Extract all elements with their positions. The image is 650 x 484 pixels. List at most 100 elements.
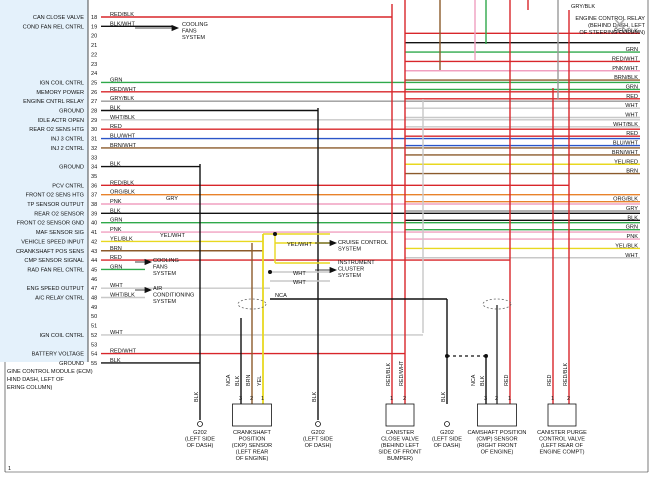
component-label: (RIGHT FRONT [477, 443, 518, 449]
ecm-pin-number: 42 [91, 239, 97, 245]
ecm-pin-function: GROUND [59, 109, 84, 115]
ecm-pin-number: 44 [91, 258, 97, 264]
relay-label-line: OF STEERING COLUMN) [579, 30, 645, 36]
ecm-pin-number: 32 [91, 146, 97, 152]
right-wire-label: GRN [626, 47, 638, 53]
ecm-pin-number: 28 [91, 109, 97, 115]
ecm-pin-number: 31 [91, 137, 97, 143]
ecm-pin-number: 22 [91, 52, 97, 58]
ecm-pin-number: 53 [91, 342, 97, 348]
ecm-pin-number: 33 [91, 155, 97, 161]
ecm-pin-number: 34 [91, 165, 97, 171]
right-wire-label: RED/BLK [614, 28, 638, 34]
component-label: OF ENGINE) [236, 456, 269, 462]
ecm-pin-function: VEHICLE SPEED INPUT [21, 239, 84, 245]
ecm-pin-number: 40 [91, 221, 97, 227]
ecm-pin-number: 50 [91, 314, 97, 320]
wire-color-label: PNK [110, 199, 122, 205]
right-wire-label: RED [626, 131, 638, 137]
component-label: CONTROL VALVE [539, 437, 585, 443]
wire-color-vlabel: BLK [312, 391, 318, 402]
wire-color-vlabel: BLK [441, 391, 447, 402]
right-wire-label: BRN/WHT [612, 150, 639, 156]
ecm-pin-function: RAD FAN REL CNTRL [27, 267, 84, 273]
ecm-pin-number: 29 [91, 118, 97, 124]
wire-color-vlabel: NCA [471, 374, 477, 386]
wire-color-vlabel: BLK [480, 375, 486, 386]
wire-color-label: YEL/BLK [110, 236, 133, 242]
system-arrows [135, 24, 338, 294]
label-wht-b: WHT [293, 280, 306, 286]
label-yel-wht: YEL/WHT [160, 233, 185, 239]
connector-pin-number: 2 [403, 396, 406, 402]
ecm-pin-number: 21 [91, 43, 97, 49]
wire-color-vlabel: RED/WHT [399, 360, 405, 386]
wire-color-label: WHT [110, 330, 123, 336]
system-label-cooling-fans-1: FANS [182, 29, 197, 35]
wire-color-vlabel: RED [504, 375, 510, 386]
wire-color-label: BRN [110, 246, 122, 252]
wire-color-label: RED [110, 124, 122, 130]
ecm-pin-function: REAR O2 SENS HTG [29, 127, 84, 133]
wire-color-label: RED/WHT [110, 349, 137, 355]
ecm-pin-number: 43 [91, 249, 97, 255]
ecm-pin-function: CRANKSHAFT POS SENS [16, 249, 84, 255]
component-label: OF DASH) [434, 443, 461, 449]
ecm-pin-number: 52 [91, 333, 97, 339]
ecm-pin-number: 19 [91, 24, 97, 30]
ecm-pin-number: 35 [91, 174, 97, 180]
component-label: CANISTER PURGE [537, 430, 587, 436]
component-label: (LEFT SIDE [185, 437, 215, 443]
vertical-wires [199, 0, 570, 420]
wire-color-label: ORG/BLK [110, 190, 135, 196]
system-label-cooling-fans-1: SYSTEM [182, 35, 205, 41]
connector-pin-number: 2 [495, 396, 498, 402]
connector-pin-number: 2 [567, 396, 570, 402]
wire-color-label: WHT [110, 283, 123, 289]
component-label: OF DASH) [305, 443, 332, 449]
right-wire-label: WHT [625, 253, 638, 259]
wire-color-label: RED/WHT [110, 87, 137, 93]
close-icon[interactable]: ✕ [613, 17, 626, 34]
right-wire-label: WHT [625, 103, 638, 109]
component-body [477, 403, 517, 427]
right-wire-label: YEL/RED [614, 159, 638, 165]
wire-color-label: GRY/BLK [110, 96, 134, 102]
ground-icon [315, 421, 321, 427]
ecm-pin-function: FRONT O2 SENSOR GND [17, 221, 84, 227]
ecm-pin-number: 51 [91, 324, 97, 330]
connector-pin-number: 1 [390, 396, 393, 402]
right-wire-label: WHT [625, 113, 638, 119]
ecm-caption-line: GINE CONTROL MODULE (ECM) [7, 369, 93, 375]
shield-icon [482, 298, 512, 310]
wire-color-label: BLU/WHT [110, 134, 136, 140]
component-label: CRANKSHAFT [233, 430, 271, 436]
connector-pin-number: 1 [261, 396, 264, 402]
component-label: OF DASH) [187, 443, 214, 449]
ecm-pin-number: 41 [91, 230, 97, 236]
relay-label-line: ENGINE CONTROL RELAY [575, 16, 645, 22]
wire-color-label: BLK/WHT [110, 21, 135, 27]
system-label-cluster: INSTRUMENT [338, 260, 375, 266]
right-wire-label: RED [626, 94, 638, 100]
right-wire-label: BLK [627, 215, 638, 221]
inline-labels: GRY YEL/WHT YEL/WHT WHT WHT NCA 1 [8, 196, 312, 472]
splice-dot [268, 270, 272, 274]
ecm-pin-function: ENG SPEED OUTPUT [27, 286, 85, 292]
ecm-pin-number: 18 [91, 15, 97, 21]
right-wire-label: BRN [626, 169, 638, 175]
system-labels: COOLINGFANSSYSTEMCOOLINGFANSSYSTEMAIRCON… [153, 22, 388, 305]
ecm-pin-function: REAR O2 SENSOR [34, 211, 84, 217]
right-wire-label: BLU/WHT [613, 141, 639, 147]
splice-dots [268, 232, 488, 358]
ecm-pin-function: BATTERY VOLTAGE [32, 352, 85, 358]
ecm-pin-function: GROUND [59, 165, 84, 171]
ecm-caption: GINE CONTROL MODULE (ECM)HIND DASH, LEFT… [7, 369, 93, 391]
ecm-pin-number: 54 [91, 352, 97, 358]
label-footer-num: 1 [8, 466, 11, 472]
connector-pin-number: 1 [508, 396, 511, 402]
